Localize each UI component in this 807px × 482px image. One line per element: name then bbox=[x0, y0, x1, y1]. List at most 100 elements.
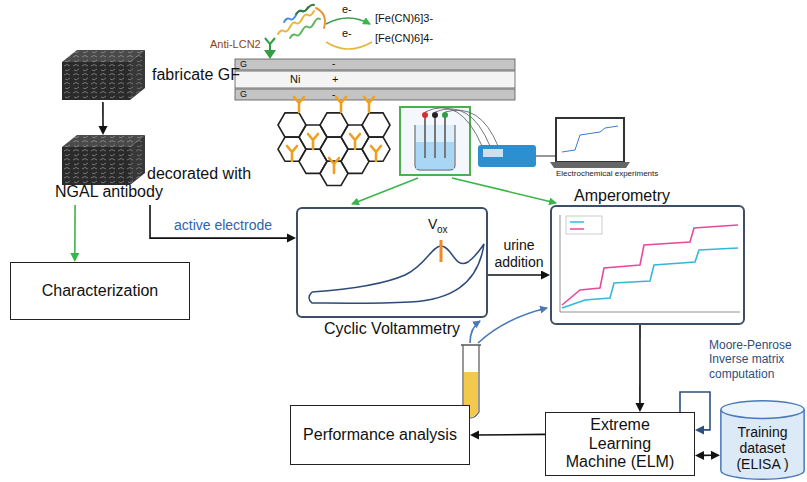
flow-arrows bbox=[352, 178, 556, 343]
illustration-part bbox=[309, 244, 484, 303]
connector-line bbox=[102, 102, 104, 127]
illustration-part bbox=[566, 216, 602, 234]
illustration-part bbox=[62, 135, 145, 185]
illustration-part bbox=[478, 308, 547, 343]
arrow-head bbox=[287, 234, 296, 243]
connector bbox=[488, 270, 550, 279]
illustration-part bbox=[478, 145, 536, 167]
illustration-part bbox=[422, 112, 428, 118]
illustration-part bbox=[336, 97, 346, 112]
illustration-part bbox=[425, 108, 498, 146]
illustration-part bbox=[570, 221, 584, 223]
illustration-part bbox=[290, 19, 320, 39]
node-label: Extreme Learning Machine (ELM) bbox=[561, 416, 679, 471]
illustration-part bbox=[235, 59, 515, 70]
polarity-sign: + bbox=[332, 73, 338, 86]
illustration-part bbox=[264, 50, 276, 59]
arrow-head bbox=[470, 430, 479, 439]
graphene-lattice bbox=[278, 97, 390, 185]
chemical-formula: [Fe(CN)6]3- bbox=[375, 12, 433, 25]
electron-label: e- bbox=[342, 3, 352, 16]
illustration-part bbox=[294, 97, 304, 112]
connector-line bbox=[703, 455, 712, 457]
arrow-head bbox=[695, 425, 704, 434]
illustration-part bbox=[326, 42, 372, 49]
illustration-part bbox=[235, 89, 515, 100]
electron-label: e- bbox=[342, 27, 352, 40]
illustration-part bbox=[308, 134, 318, 149]
process-box: Performance analysis bbox=[290, 405, 470, 465]
node-label: fabricate GF bbox=[152, 66, 255, 84]
illustration-part bbox=[62, 50, 145, 100]
polarity-sign: - bbox=[332, 90, 335, 101]
connector bbox=[695, 451, 720, 460]
connector-line bbox=[488, 274, 542, 276]
foam-cube bbox=[62, 50, 145, 185]
illustration-part bbox=[562, 248, 738, 308]
illustration-part bbox=[350, 134, 360, 149]
cv-plot bbox=[309, 240, 484, 303]
illustration-part bbox=[352, 178, 418, 204]
database-cylinder: Training dataset (ELISA ) bbox=[720, 400, 805, 480]
setup-caption: Electrochemical experiments bbox=[556, 170, 658, 178]
process-box: Extreme Learning Machine (ELM) bbox=[545, 412, 695, 476]
connector bbox=[150, 205, 296, 243]
connector-line bbox=[74, 205, 76, 254]
illustration-part bbox=[536, 156, 556, 157]
illustration-part bbox=[483, 149, 503, 157]
layer-label: G bbox=[240, 60, 247, 69]
illustration-part bbox=[371, 146, 381, 161]
illustration-part bbox=[235, 71, 515, 88]
peak-voltage-symbol: V bbox=[428, 216, 437, 232]
illustration-part bbox=[550, 162, 630, 168]
edge-label: urine addition bbox=[488, 237, 550, 271]
illustration-part bbox=[562, 225, 738, 305]
illustration-part bbox=[296, 5, 314, 14]
peak-voltage-subscript: ox bbox=[437, 225, 448, 236]
illustration-part bbox=[316, 8, 325, 28]
arrow-head bbox=[70, 253, 79, 262]
edge-label: active electrode bbox=[173, 217, 273, 234]
illustration-part bbox=[560, 215, 740, 312]
arrow-head bbox=[711, 451, 720, 460]
illustration-part bbox=[570, 228, 584, 230]
connector bbox=[98, 102, 107, 135]
connector-line bbox=[150, 205, 288, 238]
method-panel: Cyclic Voltammetry bbox=[296, 207, 488, 318]
illustration-part bbox=[364, 97, 374, 112]
illustration-part bbox=[442, 112, 448, 118]
chemical-formula: [Fe(CN)6]4- bbox=[375, 32, 433, 45]
process-box: Characterization bbox=[10, 262, 190, 320]
node-label: Characterization bbox=[42, 282, 159, 300]
connector bbox=[635, 325, 644, 412]
electrode-layers bbox=[235, 59, 515, 100]
method-panel: Amperometry bbox=[550, 205, 745, 325]
amperometry-plot bbox=[560, 215, 740, 312]
material-step: decorated with NGAL antibody bbox=[55, 135, 262, 205]
connector bbox=[470, 430, 545, 439]
node-label: decorated with NGAL antibody bbox=[55, 165, 262, 202]
illustration-part bbox=[452, 178, 556, 203]
arrow-head bbox=[98, 126, 107, 135]
illustration-part bbox=[556, 118, 624, 162]
polarity-sign: - bbox=[332, 59, 335, 70]
illustration-part bbox=[400, 107, 470, 175]
illustration-part bbox=[562, 126, 618, 152]
panel-heading: Amperometry bbox=[574, 187, 670, 205]
connector-line bbox=[478, 434, 545, 436]
connector bbox=[70, 205, 79, 262]
illustration-part bbox=[362, 113, 390, 137]
capture-antibody bbox=[264, 38, 276, 59]
illustration-part bbox=[440, 240, 443, 262]
electron-transfer-arrows bbox=[326, 18, 372, 49]
cylinder-top bbox=[721, 401, 804, 419]
node-label: Performance analysis bbox=[303, 426, 457, 444]
illustration-part bbox=[287, 146, 297, 161]
electrochemical-setup bbox=[400, 107, 630, 175]
edge-label: Moore-Penrose Inverse matrix computation bbox=[708, 338, 805, 381]
layer-label: Ni bbox=[290, 73, 300, 86]
arrow-head bbox=[635, 403, 644, 412]
illustration-part bbox=[425, 115, 445, 158]
